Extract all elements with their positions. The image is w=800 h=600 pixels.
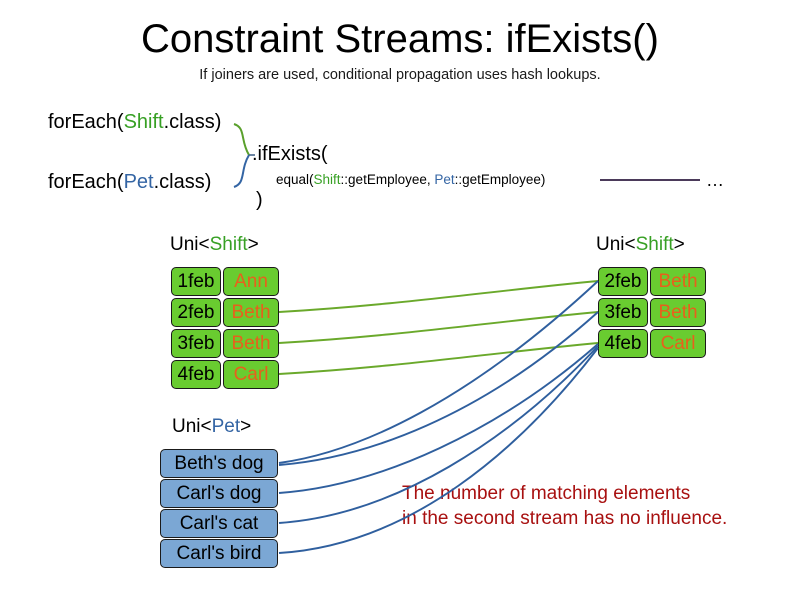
table-row[interactable]: 3feb Beth — [598, 298, 706, 327]
code-equal-prefix: equal( — [276, 172, 314, 187]
code-equal-left-type: Shift — [313, 172, 341, 187]
shift-employee-cell: Carl — [650, 329, 706, 358]
shift-date-cell: 3feb — [598, 298, 648, 327]
wire-pet-carls-dog-to-4feb — [278, 343, 599, 494]
table-row[interactable]: 2feb Beth — [598, 267, 706, 296]
code-ifexists-call: .ifExists( — [252, 143, 328, 165]
wire-shift-4feb — [278, 342, 599, 375]
table-row[interactable]: 4feb Carl — [171, 360, 279, 389]
list-item[interactable]: Beth's dog — [160, 449, 278, 478]
wire-pet-beths-dog-to-2feb — [278, 280, 599, 464]
shift-employee-cell: Ann — [223, 267, 279, 296]
code-close-paren: ) — [256, 189, 263, 211]
page-title: Constraint Streams: ifExists() — [141, 17, 659, 61]
label-left-pet-prefix: Uni< — [172, 416, 212, 437]
annotation-line-1: The number of matching elements — [402, 483, 691, 504]
code-foreach-pet-prefix: forEach( — [48, 171, 124, 193]
pet-cell: Carl's bird — [160, 539, 278, 568]
code-equal-right-type: Pet — [434, 172, 455, 187]
annotation-note: The number of matching elements in the s… — [402, 481, 727, 531]
code-foreach-pet: forEach(Pet.class) — [48, 170, 211, 194]
label-right-shift-type: Shift — [635, 234, 674, 255]
wire-shift-3feb — [278, 311, 599, 344]
pet-cell: Carl's dog — [160, 479, 278, 508]
shift-employee-cell: Carl — [223, 360, 279, 389]
label-left-pet-type: Pet — [211, 416, 241, 437]
brace-lower-blue — [233, 154, 250, 188]
shift-employee-cell: Beth — [650, 267, 706, 296]
shift-date-cell: 2feb — [598, 267, 648, 296]
label-right-shift-prefix: Uni< — [596, 234, 636, 255]
code-foreach-shift-type: Shift — [123, 111, 164, 133]
list-item[interactable]: Carl's bird — [160, 539, 278, 568]
code-equal-right-method: ::getEmployee) — [454, 172, 546, 187]
pet-cell: Carl's cat — [160, 509, 278, 538]
shift-employee-cell: Beth — [223, 298, 279, 327]
table-row[interactable]: 3feb Beth — [171, 329, 279, 358]
label-left-shift-type: Shift — [209, 234, 248, 255]
pet-cell: Beth's dog — [160, 449, 278, 478]
stream-label-left-shift: Uni<Shift> — [170, 233, 259, 256]
shift-date-cell: 4feb — [171, 360, 221, 389]
brace-upper-green — [233, 123, 250, 156]
shift-date-cell: 3feb — [171, 329, 221, 358]
shift-employee-cell: Beth — [223, 329, 279, 358]
label-left-shift-suffix: > — [247, 234, 259, 255]
shift-date-cell: 2feb — [171, 298, 221, 327]
code-equal-left-method: ::getEmployee, — [340, 172, 435, 187]
stream-label-left-pet: Uni<Pet> — [172, 415, 251, 438]
code-foreach-shift-suffix: .class) — [163, 111, 222, 133]
shift-date-cell: 1feb — [171, 267, 221, 296]
stream-label-right-shift: Uni<Shift> — [596, 233, 685, 256]
label-left-shift-prefix: Uni< — [170, 234, 210, 255]
list-item[interactable]: Carl's cat — [160, 509, 278, 538]
code-trailing-ellipsis: … — [706, 170, 724, 190]
list-item[interactable]: Carl's dog — [160, 479, 278, 508]
wire-shift-2feb — [278, 280, 599, 313]
annotation-line-2: in the second stream has no influence. — [402, 508, 728, 529]
table-row[interactable]: 1feb Ann — [171, 267, 279, 296]
code-equal-joiner: equal(Shift::getEmployee, Pet::getEmploy… — [276, 171, 545, 188]
shift-date-cell: 4feb — [598, 329, 648, 358]
table-row[interactable]: 4feb Carl — [598, 329, 706, 358]
code-foreach-shift-prefix: forEach( — [48, 111, 124, 133]
table-row[interactable]: 2feb Beth — [171, 298, 279, 327]
code-foreach-pet-suffix: .class) — [153, 171, 212, 193]
code-foreach-shift: forEach(Shift.class) — [48, 110, 221, 134]
code-foreach-pet-type: Pet — [123, 171, 154, 193]
wire-pet-beths-dog-to-3feb — [278, 311, 599, 466]
label-right-shift-suffix: > — [673, 234, 685, 255]
page-subtitle: If joiners are used, conditional propaga… — [199, 67, 601, 83]
label-left-pet-suffix: > — [240, 416, 252, 437]
shift-employee-cell: Beth — [650, 298, 706, 327]
